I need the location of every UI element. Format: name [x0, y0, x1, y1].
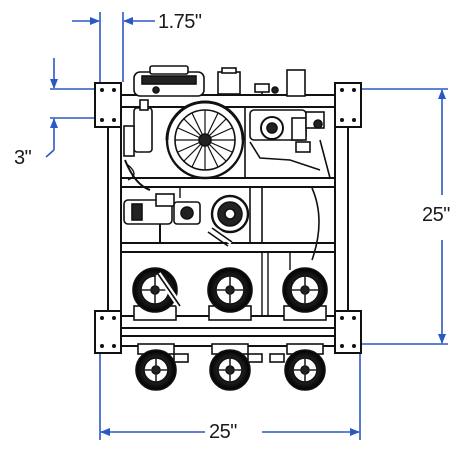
rail-top [120, 94, 336, 108]
caster-lower-3 [269, 343, 326, 391]
caster-lower-2 [209, 343, 263, 391]
tank-cylinder [286, 69, 306, 97]
left-leader [45, 149, 55, 158]
equipment-frame [94, 82, 362, 354]
caster-lower-1 [135, 343, 189, 391]
casters-lower [135, 343, 326, 391]
casters-upper [132, 267, 328, 321]
dimension-label-width: 25" [209, 421, 237, 443]
caster-upper-2 [207, 267, 253, 321]
caster-upper-1 [132, 267, 183, 321]
pump-assembly [123, 187, 320, 261]
top-components [133, 65, 306, 97]
dimension-label-height: 25" [422, 204, 450, 226]
valve-cluster [244, 108, 331, 179]
dimension-label-top: 1.75" [158, 11, 202, 33]
post-top-left [94, 82, 122, 128]
rail-upper-mid [120, 177, 336, 188]
mid-pipes [127, 164, 291, 316]
dimension-lines [45, 12, 448, 440]
caster-upper-3 [282, 267, 328, 321]
post-bottom-right [334, 310, 362, 354]
post-bottom-left [94, 310, 122, 354]
dimension-label-left: 3" [14, 147, 32, 169]
fan-motor [165, 100, 245, 180]
rail-lower-mid [120, 242, 336, 253]
small-box [217, 71, 241, 95]
left-plumbing [123, 99, 153, 191]
corner-bolts [100, 88, 356, 348]
post-top-right [334, 82, 362, 128]
